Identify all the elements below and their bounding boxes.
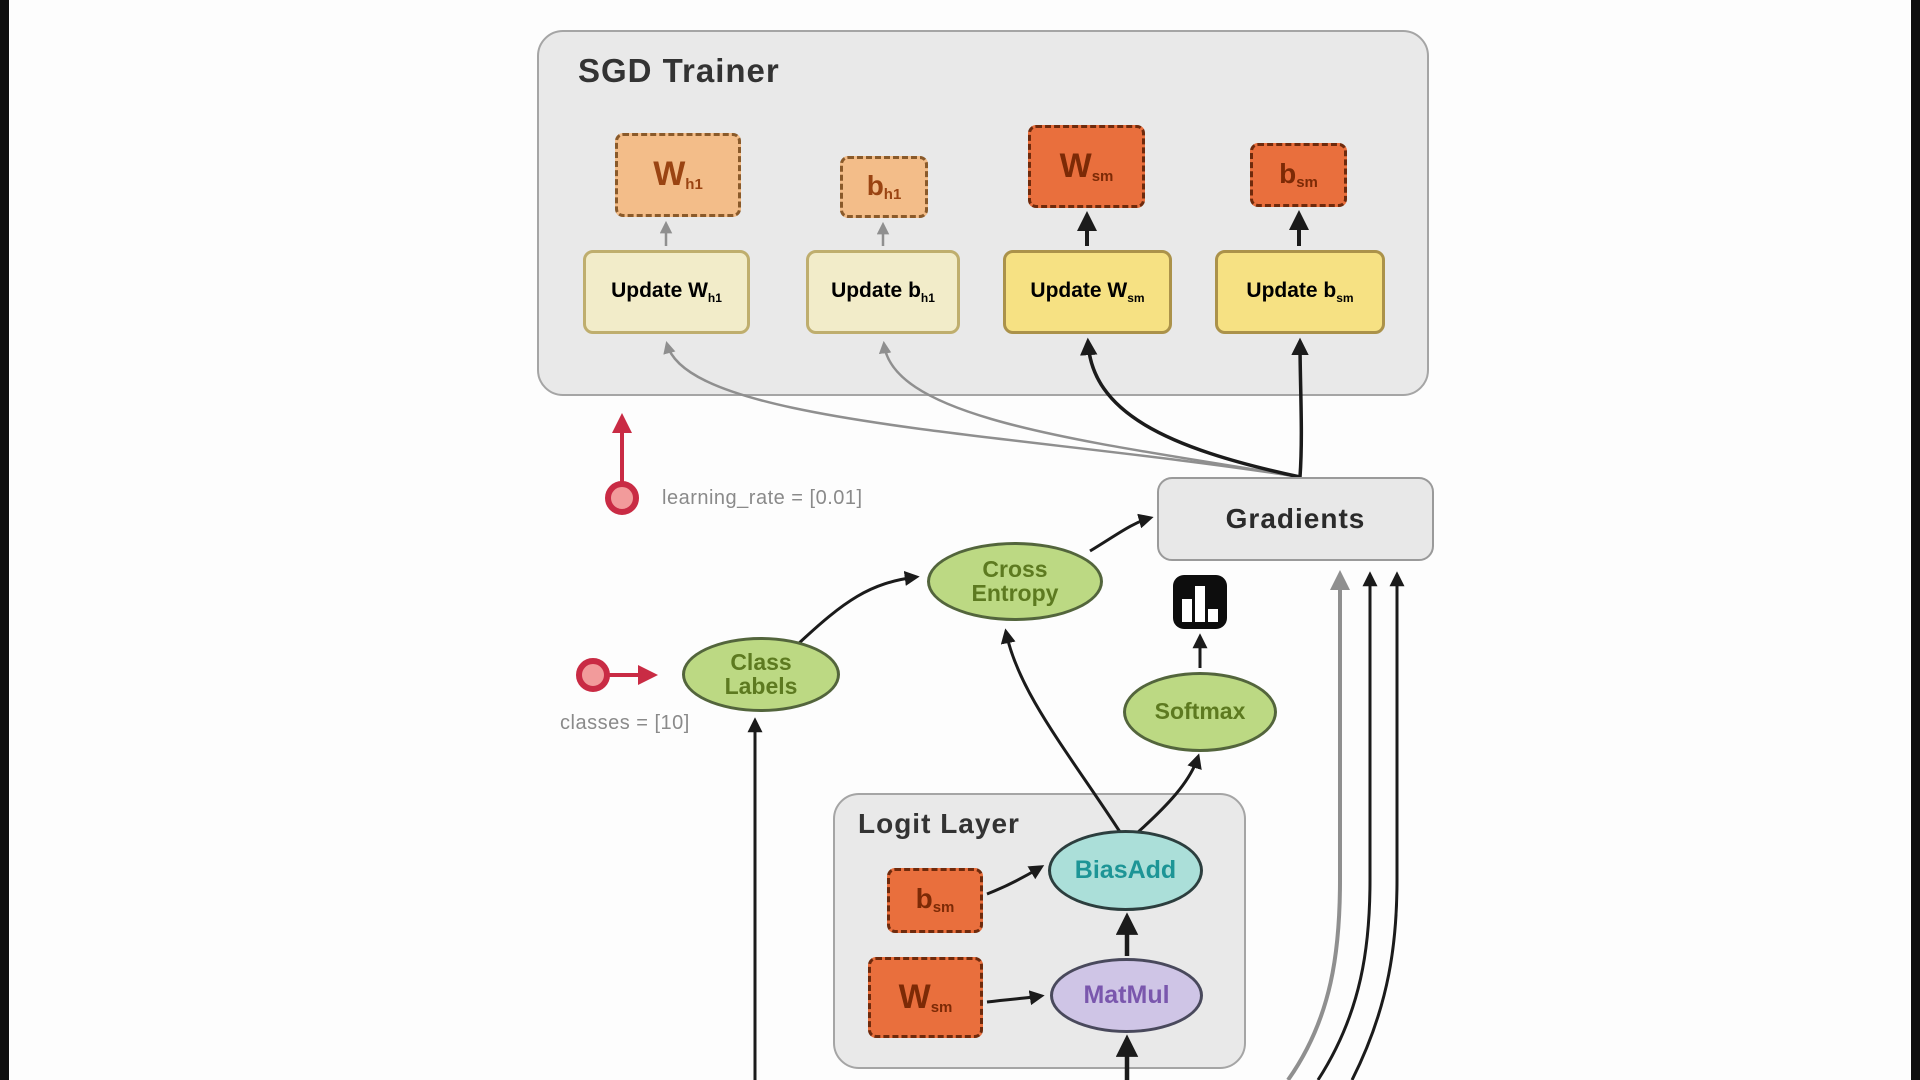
param-b-sm-sub: sm: [1296, 173, 1318, 191]
param-w-h1-label: W: [653, 155, 686, 194]
class-labels-op: Class Labels: [682, 637, 840, 712]
learning-rate-feed-icon: [605, 481, 639, 515]
param-b-h1: bh1: [840, 156, 928, 218]
logit-param-w-sm-label: W: [898, 977, 931, 1016]
param-w-sm: Wsm: [1028, 125, 1145, 208]
histogram-summary-icon: [1173, 575, 1227, 629]
param-w-sm-sub: sm: [1091, 167, 1114, 185]
update-b-sm-label: Update b: [1246, 278, 1337, 302]
mat-mul-op: MatMul: [1050, 958, 1203, 1033]
classes-annotation: classes = [10]: [560, 712, 690, 734]
update-w-h1-label: Update W: [611, 278, 708, 302]
photo-edge-right: [1911, 0, 1920, 1080]
histogram-bar: [1182, 599, 1192, 622]
update-w-sm-label: Update W: [1030, 278, 1128, 302]
update-b-sm-op: Update bsm: [1215, 250, 1385, 334]
histogram-bar: [1195, 586, 1205, 622]
param-b-h1-sub: h1: [883, 185, 902, 203]
param-b-sm-label: b: [1279, 157, 1297, 189]
softmax-op: Softmax: [1123, 672, 1277, 752]
logit-param-b-sm-label: b: [915, 883, 933, 915]
histogram-bar: [1208, 609, 1218, 622]
photo-edge-left: [0, 0, 9, 1080]
logit-layer-title: Logit Layer: [858, 808, 1020, 839]
update-w-h1-op: Update Wh1: [583, 250, 750, 334]
gradients-op: Gradients: [1157, 477, 1434, 561]
update-to-param-arrows: [659, 210, 1309, 246]
param-b-h1-label: b: [866, 169, 884, 201]
update-w-sm-op: Update Wsm: [1003, 250, 1172, 334]
classes-feed-icon: [576, 658, 610, 692]
param-w-h1: Wh1: [615, 133, 741, 217]
op-wires: [747, 513, 1208, 1080]
update-b-h1-label: Update b: [831, 278, 921, 302]
gradients-input-lines: [1286, 570, 1405, 1080]
gradients-to-update-curves: [663, 337, 1309, 479]
bias-add-op: BiasAdd: [1048, 830, 1203, 911]
update-b-h1-op: Update bh1: [806, 250, 960, 334]
param-w-h1-sub: h1: [685, 176, 703, 194]
logit-param-b-sm: bsm: [887, 868, 983, 933]
cross-entropy-op: Cross Entropy: [927, 542, 1103, 621]
sgd-trainer-title: SGD Trainer: [578, 52, 780, 89]
logit-param-w-sm: Wsm: [868, 957, 983, 1038]
param-w-sm-label: W: [1059, 146, 1092, 185]
param-b-sm: bsm: [1250, 143, 1347, 207]
annotation-arrows: [609, 413, 658, 685]
learning-rate-annotation: learning_rate = [0.01]: [662, 487, 863, 509]
